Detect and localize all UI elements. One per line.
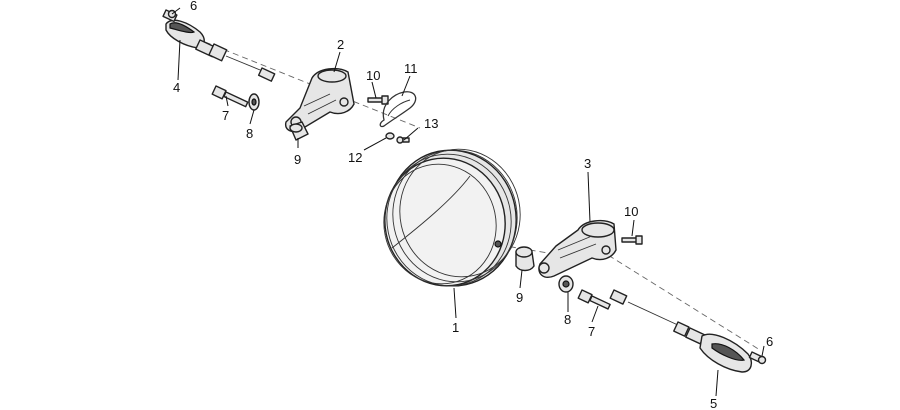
- screw-right: [621, 235, 643, 245]
- bracket-left: [285, 67, 355, 133]
- callout-labels: 6 4 2 10 11 13 12 7 8 9 1 3 10 9 8 7 5 6: [173, 0, 773, 410]
- bolt-right: [577, 289, 611, 310]
- callout-6-top: 6: [190, 0, 197, 13]
- small-screw: [396, 136, 410, 144]
- washer-right: [558, 275, 574, 293]
- assembly-axis-right: [599, 249, 761, 351]
- callout-12: 12: [348, 150, 362, 165]
- callout-10-left: 10: [366, 68, 380, 83]
- bracket-right: [538, 219, 617, 278]
- callout-3: 3: [584, 156, 591, 171]
- callout-4: 4: [173, 80, 180, 95]
- bolt-left: [211, 85, 249, 108]
- callout-13: 13: [424, 116, 438, 131]
- callout-1: 1: [452, 320, 459, 335]
- callout-8-right: 8: [564, 312, 571, 327]
- callout-8-left: 8: [246, 126, 253, 141]
- washer-left: [248, 93, 260, 111]
- spacer-right: [515, 246, 535, 272]
- callout-leaders: [171, 7, 765, 397]
- headlight: [383, 148, 521, 287]
- small-washer: [385, 132, 395, 140]
- callout-6-bottom: 6: [766, 334, 773, 349]
- callout-5: 5: [710, 396, 717, 410]
- indicator-left: [165, 19, 276, 82]
- screw-left: [367, 95, 389, 105]
- callout-9-left: 9: [294, 152, 301, 167]
- screw-right-bottom: [748, 351, 767, 365]
- callout-11: 11: [404, 61, 418, 76]
- wire-clip: [379, 91, 417, 128]
- callout-2: 2: [337, 37, 344, 52]
- callout-10-right: 10: [624, 204, 638, 219]
- callout-9-right: 9: [516, 290, 523, 305]
- indicator-right: [609, 289, 753, 373]
- callout-7-left: 7: [222, 108, 229, 123]
- spacer-left: [289, 121, 309, 141]
- callout-7-right: 7: [588, 324, 595, 339]
